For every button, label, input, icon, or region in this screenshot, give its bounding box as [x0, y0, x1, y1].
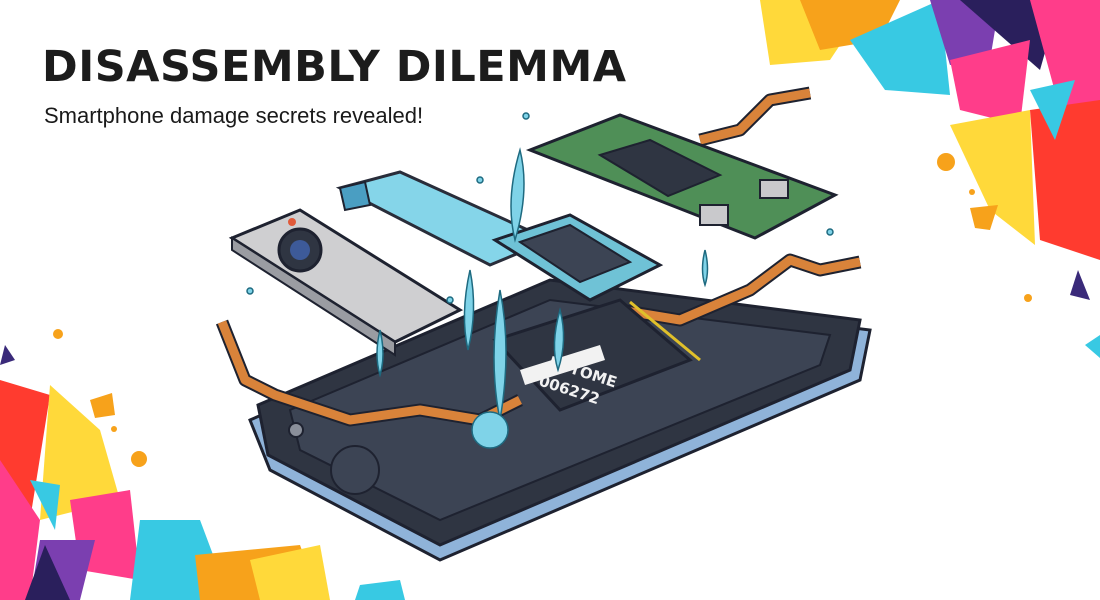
confetti-top-right [760, 0, 1100, 358]
water-drips [246, 112, 834, 449]
battery-cover [335, 170, 554, 267]
flex-cables [215, 86, 862, 427]
processor-chip: PPTOME 006272 [492, 298, 701, 412]
logic-board [525, 113, 839, 240]
chip-label-top: PPTOME [547, 353, 619, 392]
banner-title: DISASSEMBLY DILEMMA [42, 42, 627, 92]
banner-subtitle: Smartphone damage secrets revealed! [44, 103, 424, 128]
processor-plate [491, 213, 664, 302]
confetti-bottom-left [0, 329, 405, 600]
phone-frame [248, 278, 872, 562]
chip-label-bottom: 006272 [537, 372, 602, 408]
camera-module [228, 208, 464, 357]
